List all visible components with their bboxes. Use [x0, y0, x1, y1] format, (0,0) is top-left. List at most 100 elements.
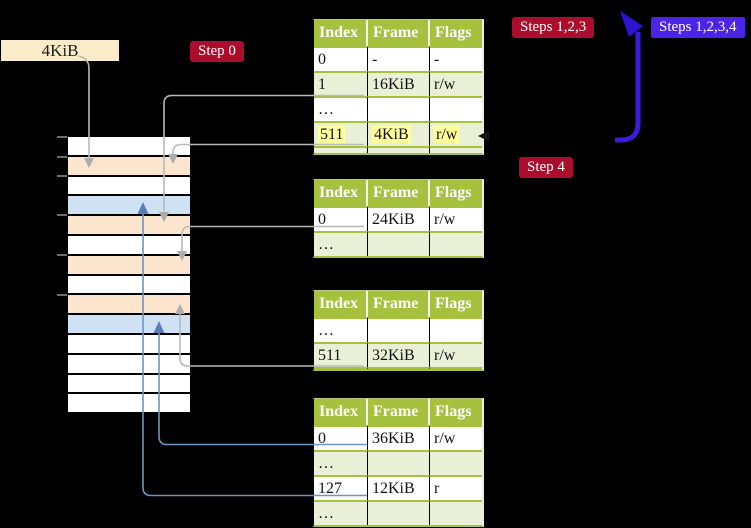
address-tick [57, 136, 67, 138]
step0-label: Step 0 [190, 41, 244, 62]
column-header: Index [314, 399, 368, 425]
physical-memory-column [68, 137, 190, 414]
memory-row-blue [68, 315, 190, 333]
table-cell [430, 146, 482, 153]
table-row: … [314, 231, 482, 256]
table-cell: 0 [314, 46, 368, 71]
table-cell: r/w [430, 206, 482, 231]
table-cell: 36KiB [368, 425, 430, 450]
table-cell: 127 [314, 475, 368, 500]
table-cell [368, 96, 430, 121]
table-cell: 24KiB [368, 206, 430, 231]
memory-row-orange [68, 295, 190, 314]
table-cell: r/w [430, 71, 482, 96]
memory-row-white [68, 374, 190, 393]
highlighted-value: 4KiB [372, 126, 411, 143]
table-cell [368, 317, 430, 342]
table-cell [314, 367, 368, 369]
table-cell: 511 [314, 342, 368, 367]
table-row: … [314, 500, 482, 525]
frame-size-label: 4KiB [1, 40, 119, 61]
table-cell: 12KiB [368, 475, 430, 500]
steps1234-label: Steps 1,2,3,4 [651, 17, 745, 38]
column-header: Flags [430, 291, 482, 317]
column-header: Frame [368, 20, 430, 46]
memory-row-white [68, 394, 190, 413]
step4-label: Step 4 [519, 157, 573, 178]
memory-row-white [68, 176, 190, 195]
table-cell: 32KiB [368, 342, 430, 367]
table-cell: … [314, 231, 368, 256]
table-cell: 0 [314, 206, 368, 231]
column-header: Index [314, 291, 368, 317]
table-cell: - [368, 46, 430, 71]
table-cell: 4KiB [368, 121, 430, 146]
table-cell [430, 367, 482, 369]
highlighted-value: r/w [434, 126, 460, 143]
memory-row-blue [68, 196, 190, 215]
address-tick [57, 175, 67, 177]
column-header: Flags [430, 20, 482, 46]
table-cell: r/w [430, 425, 482, 450]
table-cell [314, 146, 368, 153]
table-row [314, 146, 482, 153]
table-cell [430, 231, 482, 256]
table-row: 511 4KiB r/w [314, 121, 482, 146]
column-header: Flags [430, 180, 482, 206]
table-row: … [314, 317, 482, 342]
table-cell: … [314, 317, 368, 342]
table-cell [368, 450, 430, 475]
address-tick [57, 254, 67, 256]
table-row: … [314, 450, 482, 475]
address-tick [57, 214, 67, 216]
column-header: Frame [368, 399, 430, 425]
table-cell [430, 317, 482, 342]
memory-row-white [68, 275, 190, 294]
table-cell: r [430, 475, 482, 500]
memory-row-orange [68, 156, 190, 175]
column-header: Flags [430, 399, 482, 425]
table-cell [430, 500, 482, 525]
table-cell: … [314, 96, 368, 121]
column-header: Frame [368, 291, 430, 317]
column-header: Index [314, 180, 368, 206]
column-header: Index [314, 20, 368, 46]
memory-row-white [68, 334, 190, 353]
table-cell: r/w [430, 342, 482, 367]
table-row [314, 367, 482, 369]
memory-row-orange [68, 255, 190, 274]
table-cell: 1 [314, 71, 368, 96]
table-cell: r/w [430, 121, 482, 146]
table-cell: … [314, 450, 368, 475]
memory-row-white [68, 235, 190, 254]
table-cell [368, 500, 430, 525]
column-header: Frame [368, 180, 430, 206]
memory-row-white [68, 354, 190, 373]
table-cell [430, 450, 482, 475]
table-cell: 0 [314, 425, 368, 450]
memory-row-white [68, 137, 190, 155]
address-tick [57, 294, 67, 296]
table-cell: - [430, 46, 482, 71]
table-cell: 16KiB [368, 71, 430, 96]
table-cell: … [314, 500, 368, 525]
table-row: … [314, 96, 482, 121]
table-cell [368, 146, 430, 153]
table-cell [368, 231, 430, 256]
highlighted-value: 511 [318, 126, 346, 143]
table-cell [430, 96, 482, 121]
steps-loop-arrow-shaft [615, 32, 641, 143]
table-cell [368, 367, 430, 369]
